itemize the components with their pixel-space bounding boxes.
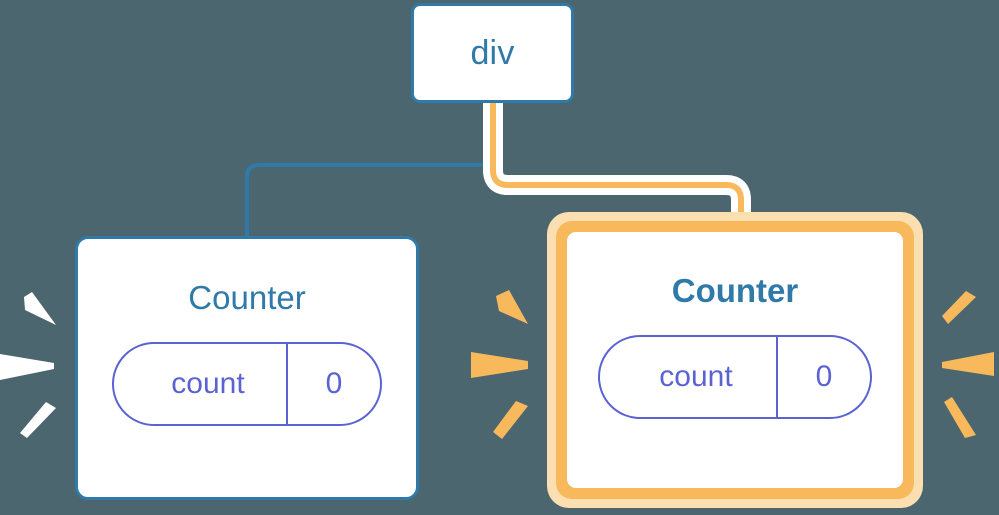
rays-counter-right-right-orange [942,291,994,438]
ray-lower-icon [493,401,528,439]
state-pill-counter-right: count 0 [598,335,872,419]
ray-middle-icon [942,352,994,376]
ray-lower-icon [944,397,976,438]
state-divider [776,337,778,417]
node-counter-right-label: Counter [671,272,799,309]
state-value: 0 [815,360,833,393]
node-counter-right[interactable]: Counter count 0 [547,212,923,508]
edge-div-to-counter-right-halo [483,102,751,222]
state-value: 0 [325,367,343,400]
ray-upper-icon [24,292,56,325]
node-div-label: div [470,34,515,72]
state-pill-counter-left: count 0 [112,342,382,426]
ray-lower-icon [20,402,56,438]
node-counter-right-body: Counter count 0 [567,232,903,488]
ray-upper-icon [942,291,976,324]
rays-counter-right-left-orange [471,290,528,439]
edge-div-to-counter-right [490,102,744,226]
ray-upper-icon [496,290,528,324]
state-key: count [659,360,733,393]
rays-counter-left-white [0,292,56,438]
node-div[interactable]: div [411,3,574,103]
ray-middle-icon [0,354,54,380]
edge-div-to-counter-left [245,104,492,236]
state-key: count [171,367,245,400]
node-counter-left-label: Counter [188,279,306,316]
ray-middle-icon [471,352,528,378]
state-divider [286,344,288,424]
node-counter-left[interactable]: Counter count 0 [75,236,419,500]
